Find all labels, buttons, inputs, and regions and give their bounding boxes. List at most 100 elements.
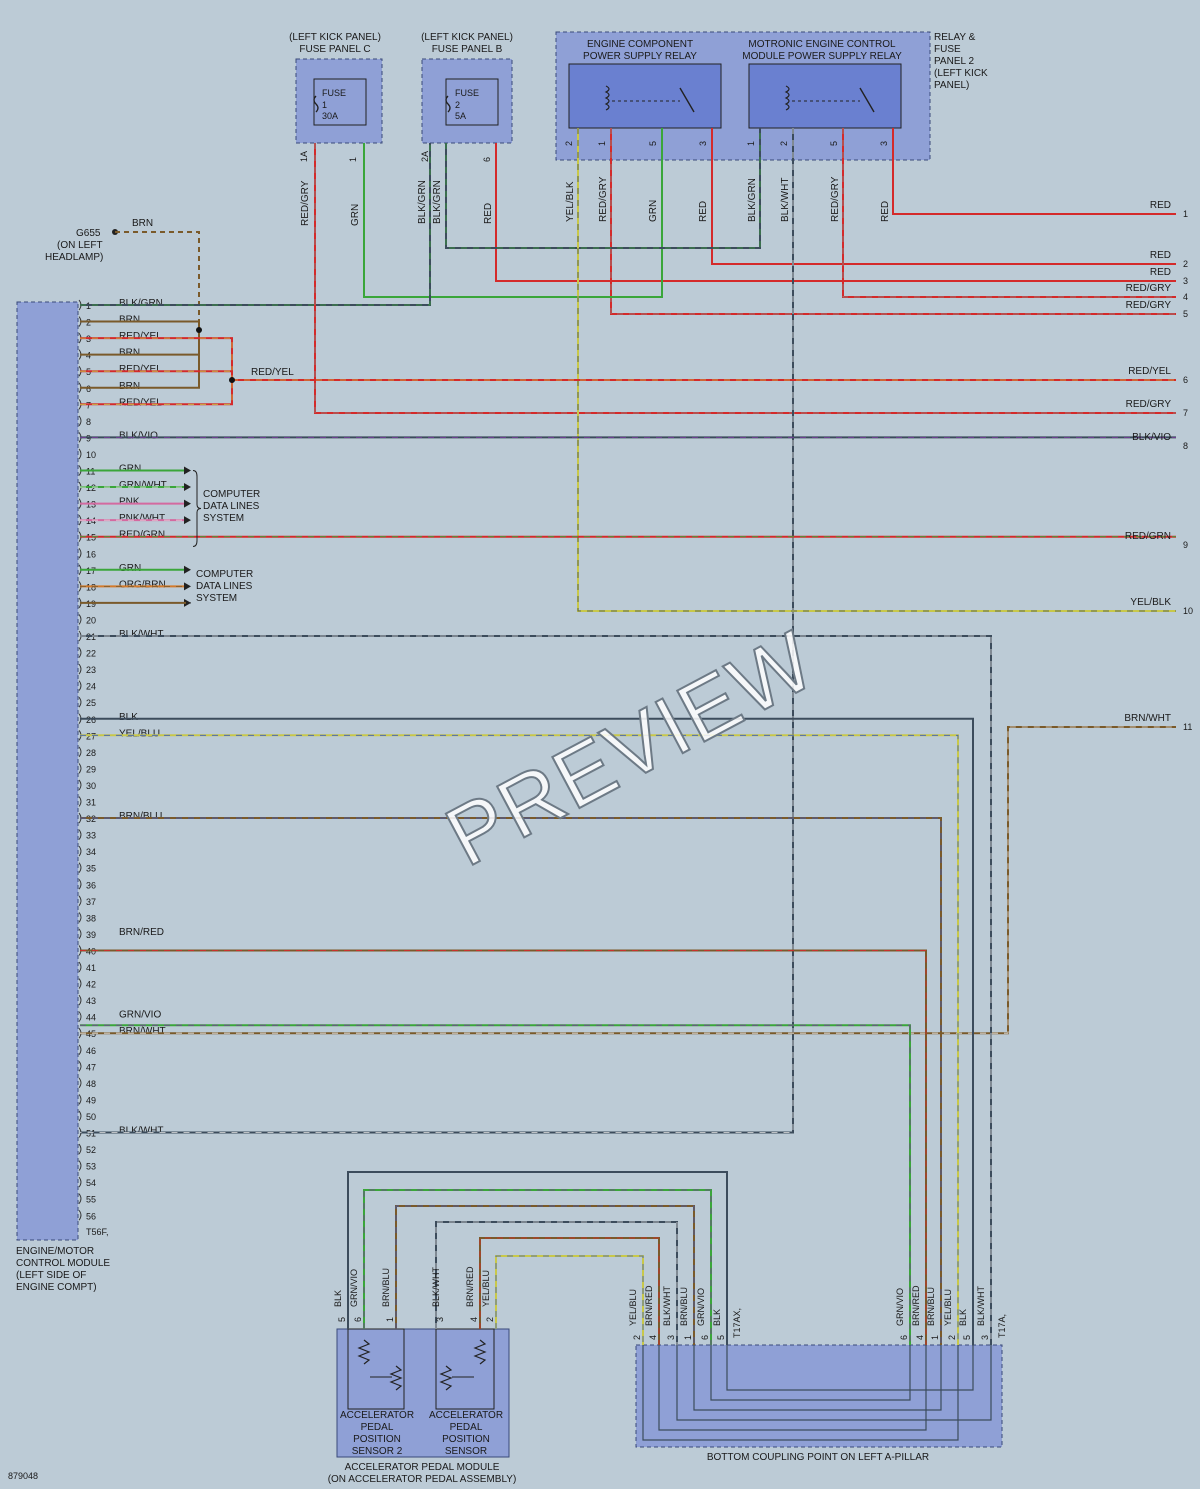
coupling-right-wire-label: BLK/WHT [976, 1285, 986, 1326]
wire-brn-blu-ecm32 [80, 817, 942, 1345]
ecm-pin-wire-label: PNK/WHT [119, 513, 165, 524]
ground-location-1: (ON LEFT [57, 240, 103, 251]
pedal-pin: 3 [435, 1317, 445, 1322]
ecm-pin-terminal [78, 448, 82, 460]
ecm-pin-wire-label: BRN [119, 348, 140, 359]
coupling-left-wire-label: BRN/RED [644, 1285, 654, 1326]
coupling-left-wire-label: BLK [712, 1309, 722, 1326]
coupling-left-wire-label: GRN/VIO [696, 1288, 706, 1326]
ecm-pin-number: 39 [86, 930, 96, 940]
fuse-c-wire-label: GRN [350, 204, 361, 226]
relay1-pin: 3 [698, 141, 708, 146]
ecm-module: ENGINE/MOTOR CONTROL MODULE (LEFT SIDE O… [16, 301, 110, 1293]
arrow-icon [184, 499, 191, 508]
coupling-link [676, 1345, 992, 1421]
ecm-pin-terminal [78, 1061, 82, 1072]
pedal-wire-label: BRN/RED [465, 1266, 475, 1307]
ecm-pin-number: 28 [86, 748, 96, 758]
relay2-title-2: MODULE POWER SUPPLY RELAY [742, 51, 902, 62]
coupling-right-wire-label: BRN/BLU [926, 1287, 936, 1326]
fuse-c-pin: 1 [348, 157, 358, 162]
arrow-icon [184, 516, 191, 525]
ecm-pin-terminal [78, 1193, 82, 1204]
right-connector-number: 3 [1183, 276, 1188, 286]
pedal-pin: 2 [485, 1317, 495, 1322]
ecm-pin-number: 41 [86, 963, 96, 973]
wire-pedal-brn-blu-stripe [395, 1205, 695, 1345]
right-connector-number: 4 [1183, 292, 1188, 302]
fuse-b-pin: 2A [420, 151, 430, 162]
labels-layer: RED/YEL COMPUTER DATA LINES SYSTEM COMPU… [8, 141, 1193, 1481]
fuse-c-title-1: (LEFT KICK PANEL) [289, 32, 381, 43]
coupling-right-pin: 6 [899, 1335, 909, 1340]
relay1-pin: 1 [597, 141, 607, 146]
coupling-right-pin: 5 [962, 1335, 972, 1340]
coupling-right-pin: 4 [915, 1335, 925, 1340]
fuse-panel-c: (LEFT KICK PANEL) FUSE PANEL C FUSE 1 30… [289, 32, 383, 144]
ecm-pin-terminal [78, 928, 82, 940]
ecm-pin-terminal [78, 763, 82, 774]
relay2-pin: 2 [779, 141, 789, 146]
cdl1-line-3: SYSTEM [203, 513, 244, 524]
wire-brn-ground [80, 330, 200, 389]
fuse-b-wire-label: RED [483, 203, 494, 224]
wire-blk-ecm26 [80, 717, 974, 1345]
pedal-pin: 4 [469, 1317, 479, 1322]
ecm-pin-wire-label: BRN [119, 381, 140, 392]
ecm-pin-number: 48 [86, 1079, 96, 1089]
right-wire-label: RED/GRY [1126, 300, 1172, 311]
wire-red-yel-splice-stripe [80, 337, 233, 380]
ecm-pin-number: 37 [86, 897, 96, 907]
coupling-link [710, 1345, 911, 1401]
wire-red-1 [892, 128, 1176, 215]
relay-panel-side-3: PANEL 2 [934, 56, 974, 67]
coupling-left-wire-label: YEL/BLU [628, 1289, 638, 1326]
wire-blk-wht-ecm51 [80, 128, 794, 1134]
fuse-panel-b: (LEFT KICK PANEL) FUSE PANEL B FUSE 2 5A [421, 32, 513, 144]
ecm-pin-number: 54 [86, 1178, 96, 1188]
ecm-pin-number: 50 [86, 1112, 96, 1122]
ecm-pin-terminal [78, 1143, 82, 1155]
ecm-pin-wire-label: BLK/GRN [119, 298, 163, 309]
sensor2-label-4: SENSOR 2 [352, 1446, 403, 1457]
ecm-pin-wire-label: PNK [119, 497, 140, 508]
ground-id: G655 [76, 228, 101, 239]
arrow-icon [184, 565, 191, 574]
ecm-pin-number: 23 [86, 665, 96, 675]
relay-wire-label: BLK/GRN [747, 178, 758, 222]
ecm-pin-number: 30 [86, 781, 96, 791]
coupling-left-pin: 4 [648, 1335, 658, 1340]
right-wire-label: RED [1150, 250, 1171, 261]
fuse-c-wire-label: RED/GRY [300, 180, 311, 226]
ecm-pin-terminal [78, 796, 82, 807]
ecm-pin-number: 25 [86, 698, 96, 708]
relay-panel-side-5: PANEL) [934, 80, 969, 91]
ecm-pin-wire-label: ORG/BRN [119, 579, 166, 590]
right-wire-label: RED [1150, 200, 1171, 211]
right-connector-number: 10 [1183, 606, 1193, 616]
wire-blk-grn-ecm1-stripe [80, 143, 431, 306]
ecm-pin-terminal [78, 1094, 82, 1105]
wire-red-gry-7-stripe [314, 143, 1176, 414]
pedal-wire-label: YEL/BLU [481, 1270, 491, 1307]
ecm-label-4: ENGINE COMPT) [16, 1282, 97, 1293]
right-wire-label: BLK/VIO [1132, 432, 1171, 443]
ecm-pin-number: 42 [86, 980, 96, 990]
relay-wire-label: BLK/WHT [780, 178, 791, 222]
wire-red-gry-4-stripe [842, 128, 1176, 298]
ecm-pin-number: 31 [86, 798, 96, 808]
right-connector-number: 7 [1183, 408, 1188, 418]
fuse-c-title-2: FUSE PANEL C [299, 44, 370, 55]
relay1-pin: 2 [564, 141, 574, 146]
ecm-pin-wire-label: GRN [119, 464, 141, 475]
coupling-right-wire-label: BRN/RED [911, 1285, 921, 1326]
ecm-pin-number: 46 [86, 1046, 96, 1056]
relay-wire-label: RED/GRY [830, 176, 841, 222]
fuse-c-rating: 30A [322, 111, 338, 121]
sensor2-label-1: ACCELERATOR [340, 1410, 414, 1421]
fuse-b-rating: 5A [455, 111, 466, 121]
ecm-pin-terminal [78, 1176, 82, 1188]
fuse-b-pin: 6 [482, 157, 492, 162]
relay2-pin: 5 [829, 141, 839, 146]
ecm-pin-number: 55 [86, 1195, 96, 1205]
